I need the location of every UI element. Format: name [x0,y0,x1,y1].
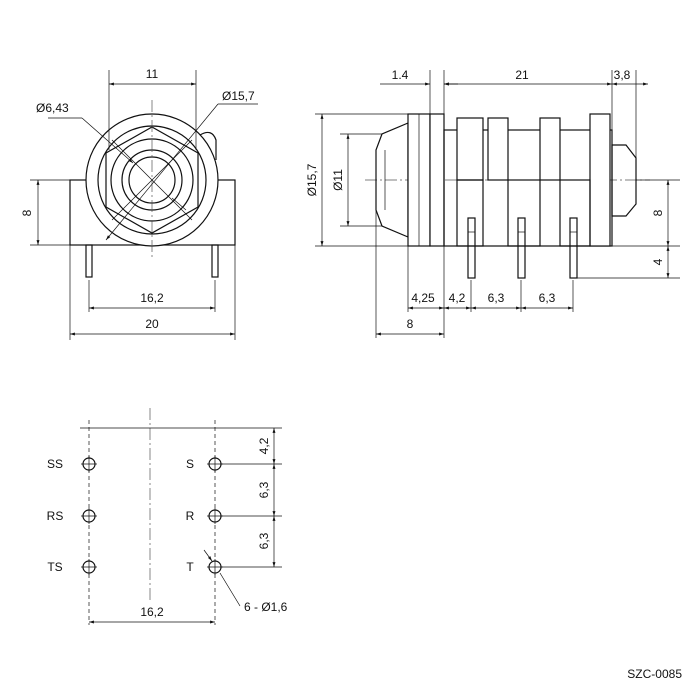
part-number: SZC-0085 [627,667,682,681]
side-dim-pin-length: 4 [651,258,665,265]
side-pin-2 [517,217,526,279]
fp-dim-spacing-1: 4,2 [257,437,271,454]
side-dim-tail: 3,8 [614,68,631,82]
side-pin-1 [467,217,476,279]
pad-label-s: S [186,457,194,471]
side-view: 1.4 21 3,8 Ø15,7 Ø11 8 4 4,25 [305,68,680,338]
fp-dim-spacing-2: 6,3 [257,481,271,498]
side-dim-inner-dia: Ø11 [331,169,345,191]
side-pin-3 [569,217,578,279]
side-dim-pitch-2: 4,2 [449,291,466,305]
front-dim-inner-dia: Ø6,43 [36,101,69,115]
pad-label-r: R [186,509,195,523]
fp-dim-hole: 6 - Ø1,6 [244,600,288,614]
front-dim-11: 11 [146,67,159,81]
fp-dim-span: 16,2 [140,605,164,619]
side-tail [611,144,637,217]
side-dim-pitch-1: 4,25 [411,291,435,305]
front-dim-pin-span: 16,2 [140,291,164,305]
side-dim-outer-dia: Ø15,7 [305,163,319,196]
side-flange-2 [429,113,445,247]
front-view: 11 Ø6,43 Ø15,7 8 16,2 20 [20,67,258,340]
front-dim-body-width: 20 [145,317,159,331]
pad-label-rs: RS [47,509,64,523]
side-dim-length: 21 [515,68,529,82]
front-pin-right [211,244,219,278]
pad-label-t: T [186,560,194,574]
side-dim-height-right: 8 [651,209,665,216]
side-dim-pitch-3: 6,3 [488,291,505,305]
side-dim-pitch-4: 6,3 [539,291,556,305]
fp-dim-spacing-3: 6,3 [257,532,271,549]
pad-label-ss: SS [47,457,63,471]
front-hex-nut [105,126,199,234]
pad-label-ts: TS [47,560,62,574]
side-dim-flange: 1.4 [392,68,409,82]
front-dim-outer-dia: Ø15,7 [222,89,255,103]
front-dim-height: 8 [20,209,34,216]
side-dim-total: 8 [407,317,414,331]
footprint-view: SS RS TS S R T 4,2 6,3 6,3 6 - Ø1,6 16,2 [47,408,288,625]
front-pin-left [85,244,93,278]
